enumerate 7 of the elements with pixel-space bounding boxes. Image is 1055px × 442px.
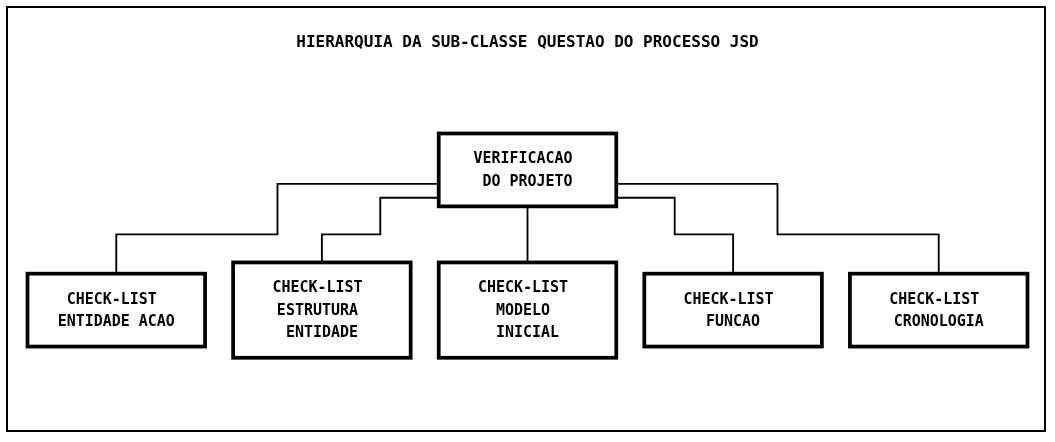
node-box: CHECK-LIST CRONOLOGIA [848, 272, 1030, 349]
node-box: CHECK-LIST MODELO INICIAL [436, 260, 619, 360]
diagram-title: HIERARQUIA DA SUB-CLASSE QUESTAO DO PROCESSO JSD [295, 32, 760, 51]
node-box: VERIFICACAO DO PROJETO [436, 132, 619, 209]
node-box: CHECK-LIST FUNCAO [642, 272, 824, 349]
node-box: CHECK-LIST ESTRUTURA ENTIDADE [231, 260, 413, 360]
node-box: CHECK-LIST ENTIDADE ACAO [25, 272, 207, 349]
